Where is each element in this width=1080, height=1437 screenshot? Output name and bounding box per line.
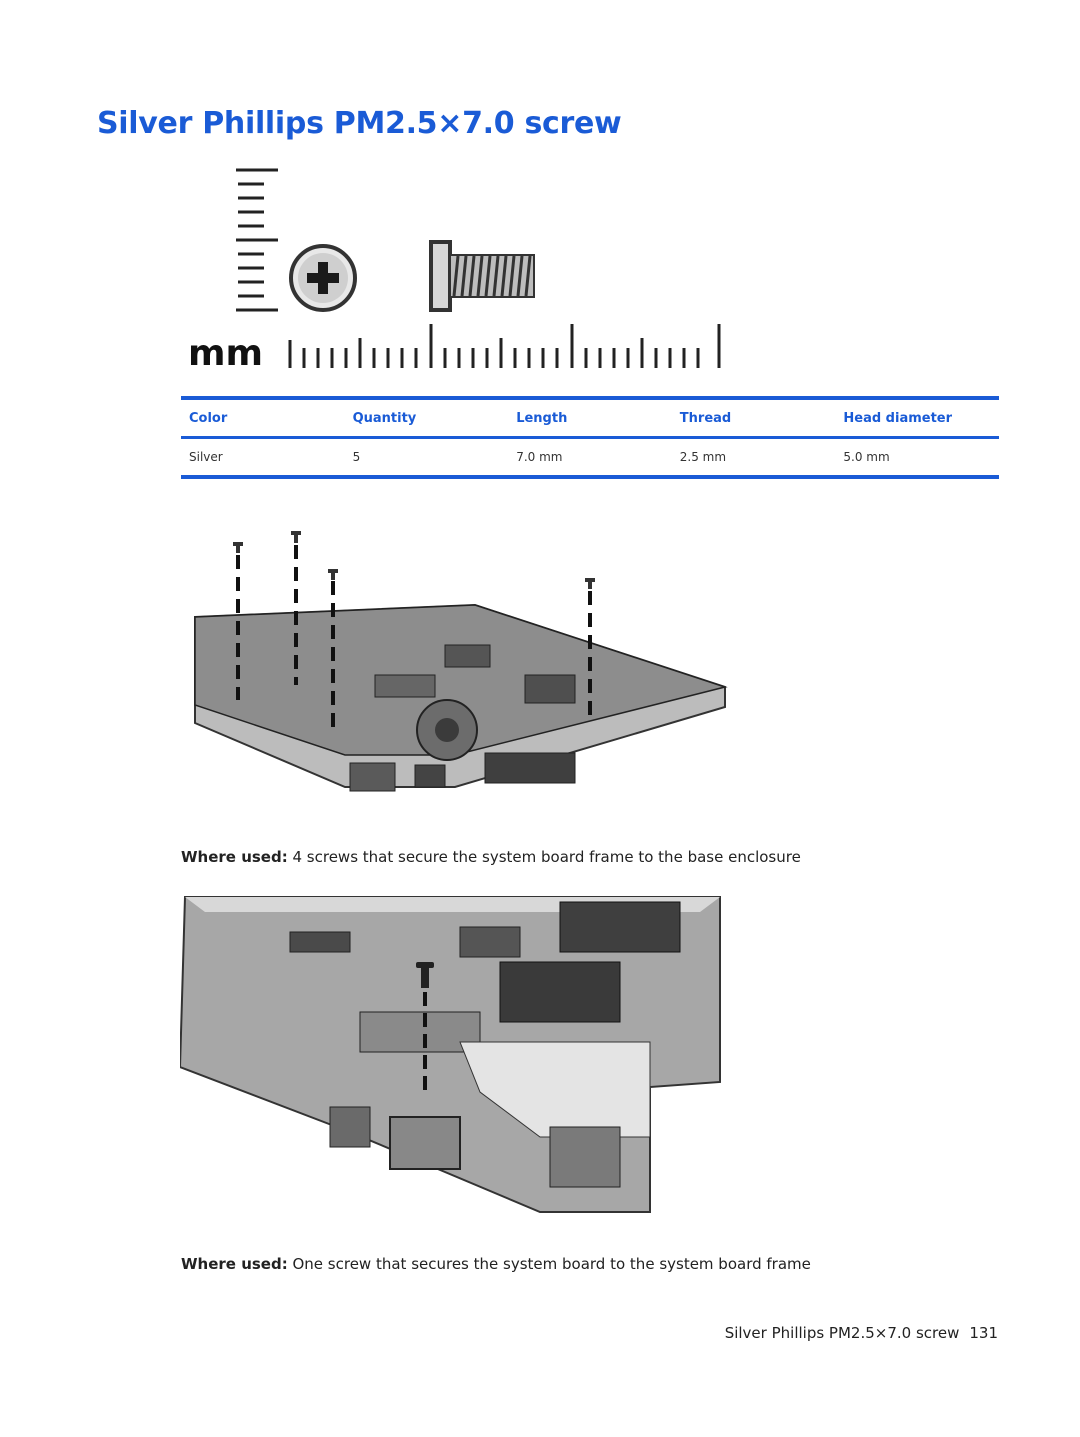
page-footer: Silver Phillips PM2.5×7.0 screw 131 [725,1324,998,1342]
header-color: Color [189,410,228,426]
table-row: Silver 5 7.0 mm 2.5 mm 5.0 mm [181,439,999,475]
usage-caption-1: Where used: 4 screws that secure the sys… [181,848,801,866]
usage-label: Where used: [181,848,288,866]
screw-spec-table: Color Quantity Length Thread Head diamet… [181,396,999,479]
cell-length: 7.0 mm [516,450,563,464]
usage-label: Where used: [181,1255,288,1273]
cell-quantity: 5 [352,450,361,464]
system-board-illustration [178,892,725,1226]
table-rule [181,475,999,479]
usage-text: One screw that secures the system board … [287,1255,811,1273]
header-head-diameter: Head diameter [843,410,953,426]
screw-side-icon [429,240,535,312]
header-length: Length [516,410,568,426]
cell-thread: 2.5 mm [679,450,727,464]
usage-caption-2: Where used: One screw that secures the s… [181,1255,811,1273]
vertical-ruler [236,168,278,312]
cell-color: Silver [189,450,223,464]
header-quantity: Quantity [352,410,417,426]
screw-head-icon [289,244,357,312]
usage-text: 4 screws that secure the system board fr… [287,848,801,866]
horizontal-ruler [288,324,721,368]
page-number: 131 [969,1324,998,1342]
cell-head-diameter: 5.0 mm [843,450,890,464]
table-header-row: Color Quantity Length Thread Head diamet… [181,400,999,436]
base-enclosure-illustration [185,525,730,814]
scale-unit-label: mm [188,333,263,374]
page-title: Silver Phillips PM2.5×7.0 screw [97,106,622,141]
header-thread: Thread [679,410,732,426]
table-rule [181,436,999,439]
footer-title: Silver Phillips PM2.5×7.0 screw [724,1324,960,1342]
screw-scale-figure: mm [188,160,728,379]
table-rule [181,396,999,400]
